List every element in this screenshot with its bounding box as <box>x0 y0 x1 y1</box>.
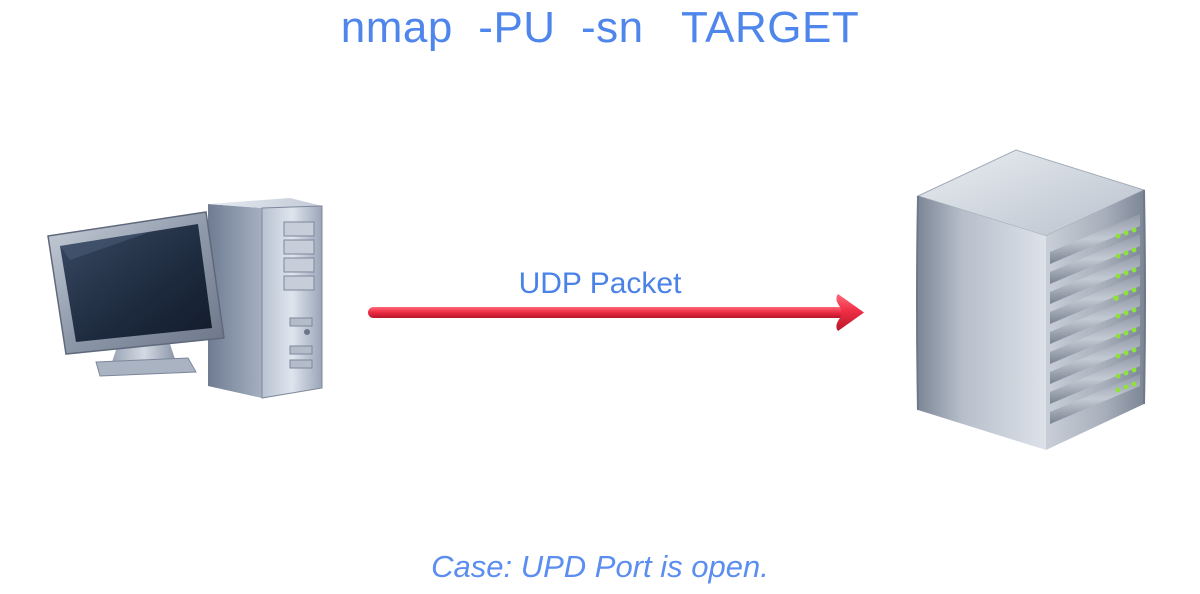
pc-tower <box>208 198 323 399</box>
server-drive-slots <box>1050 214 1140 424</box>
caption: Case: UPD Port is open. <box>431 549 769 584</box>
desktop-computer-icon <box>47 198 323 399</box>
arrow-label: UDP Packet <box>518 267 682 300</box>
command-title: nmap -PU -sn TARGET <box>340 3 860 52</box>
server-icon <box>916 149 1146 450</box>
server-status-leds <box>1113 227 1137 393</box>
udp-packet-arrow <box>368 294 864 331</box>
pc-monitor <box>47 211 225 355</box>
